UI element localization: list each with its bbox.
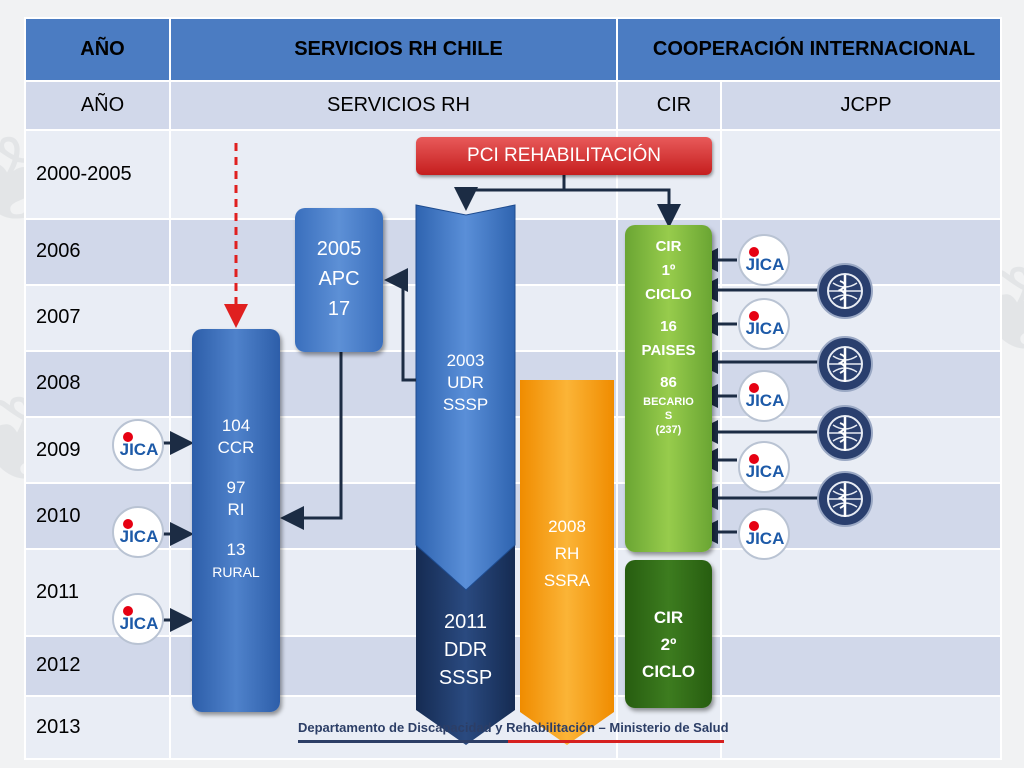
year-cell: 2008 (24, 349, 171, 419)
header-year: AÑO (24, 16, 171, 83)
subheader-cir: CIR (616, 80, 722, 132)
header-cooperation: COOPERACIÓN INTERNACIONAL (615, 16, 1003, 83)
ssra-arrow (520, 380, 614, 745)
subheader-services: SERVICIOS RH (169, 80, 618, 132)
pci-connector (454, 175, 566, 211)
apc-to-ccr-connector (280, 352, 343, 530)
svg-text:JICA: JICA (746, 529, 785, 548)
who-emblem-icon (817, 471, 873, 527)
year-cell: 2006 (24, 217, 171, 286)
subheader-jcpp: JCPP (719, 80, 1003, 132)
apc-box: 2005 APC 17 (295, 208, 383, 352)
header-services-chile: SERVICIOS RH CHILE (169, 16, 618, 83)
svg-text:JICA: JICA (746, 462, 785, 481)
ddr-arrow (416, 545, 515, 745)
svg-text:JICA: JICA (120, 527, 159, 546)
udr-to-apc-connector (384, 268, 416, 382)
year-cell: 2007 (24, 283, 171, 352)
pci-to-cir-connector (564, 188, 681, 228)
udr-label: 2003 UDR SSSP (442, 351, 489, 414)
svg-text:JICA: JICA (746, 391, 785, 410)
footer-rule-red (508, 740, 724, 743)
svg-text:JICA: JICA (120, 614, 159, 633)
svg-text:JICA: JICA (746, 319, 785, 338)
jica-logo-icon: JICA (112, 419, 164, 471)
jica-logo-icon: JICA (738, 441, 790, 493)
svg-text:JICA: JICA (746, 255, 785, 274)
pci-rehabilitacion-box: PCI REHABILITACIÓN (416, 137, 712, 175)
jica-logo-icon: JICA (738, 370, 790, 422)
who-emblem-icon (817, 405, 873, 461)
year-cell: 2013 (24, 694, 171, 761)
subheader-year: AÑO (24, 80, 171, 132)
svg-text:JICA: JICA (120, 440, 159, 459)
jica-logo-icon: JICA (112, 593, 164, 645)
footer-rule-blue (298, 740, 508, 743)
jica-logo-icon: JICA (738, 298, 790, 350)
cir-first-cycle-box: CIR 1º CICLO 16 PAISES 86 BECARIO S (237… (625, 225, 712, 552)
ssra-label: 2008 RH SSRA (543, 517, 591, 590)
jica-logo-icon: JICA (112, 506, 164, 558)
who-emblem-icon (817, 336, 873, 392)
year-cell: 2012 (24, 634, 171, 697)
udr-arrow (415, 204, 516, 591)
jica-logo-icon: JICA (738, 508, 790, 560)
cir-second-cycle-box: CIR 2º CICLO (625, 560, 712, 708)
ddr-label: 2011 DDR SSSP (438, 611, 493, 689)
year-cell: 2000-2005 (24, 129, 171, 220)
jica-logo-icon: JICA (738, 234, 790, 286)
footer-department: Departamento de Discapacidad y Rehabilit… (298, 720, 729, 735)
ccr-box: 104 CCR 97 RI 13 RURAL (192, 329, 280, 712)
who-emblem-icon (817, 263, 873, 319)
